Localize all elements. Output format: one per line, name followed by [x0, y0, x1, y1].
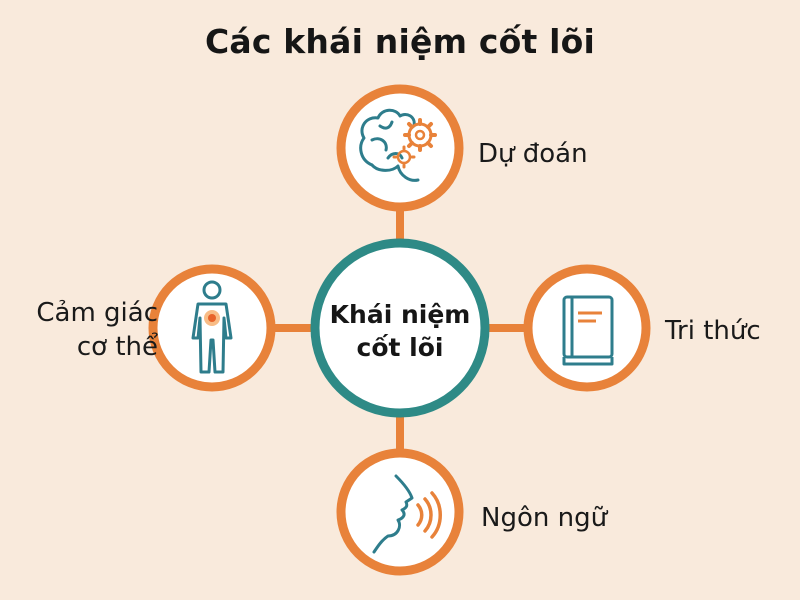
center-label-line1: Khái niệm	[330, 300, 471, 329]
node-bottom	[336, 448, 464, 576]
node-left-label-line1: Cảm giác	[36, 298, 158, 328]
center-circle	[310, 238, 490, 418]
node-top-label: Dự đoán	[478, 139, 588, 169]
node-left-label-line2: cơ thể	[76, 332, 158, 362]
node-top	[336, 84, 464, 212]
node-right	[523, 264, 651, 392]
book-icon	[562, 295, 614, 366]
node-left	[148, 264, 276, 392]
speaking-face-icon	[372, 474, 414, 554]
node-right-label: Tri thức	[664, 316, 761, 346]
human-body-icon	[191, 280, 233, 374]
page-title: Các khái niệm cốt lõi	[204, 22, 596, 61]
node-bottom-label: Ngôn ngữ	[481, 503, 609, 533]
brain-gears-icon	[359, 108, 420, 182]
center-label-line2: cốt lõi	[357, 333, 444, 362]
node-left-label: Cảm giác cơ thể	[0, 296, 158, 364]
